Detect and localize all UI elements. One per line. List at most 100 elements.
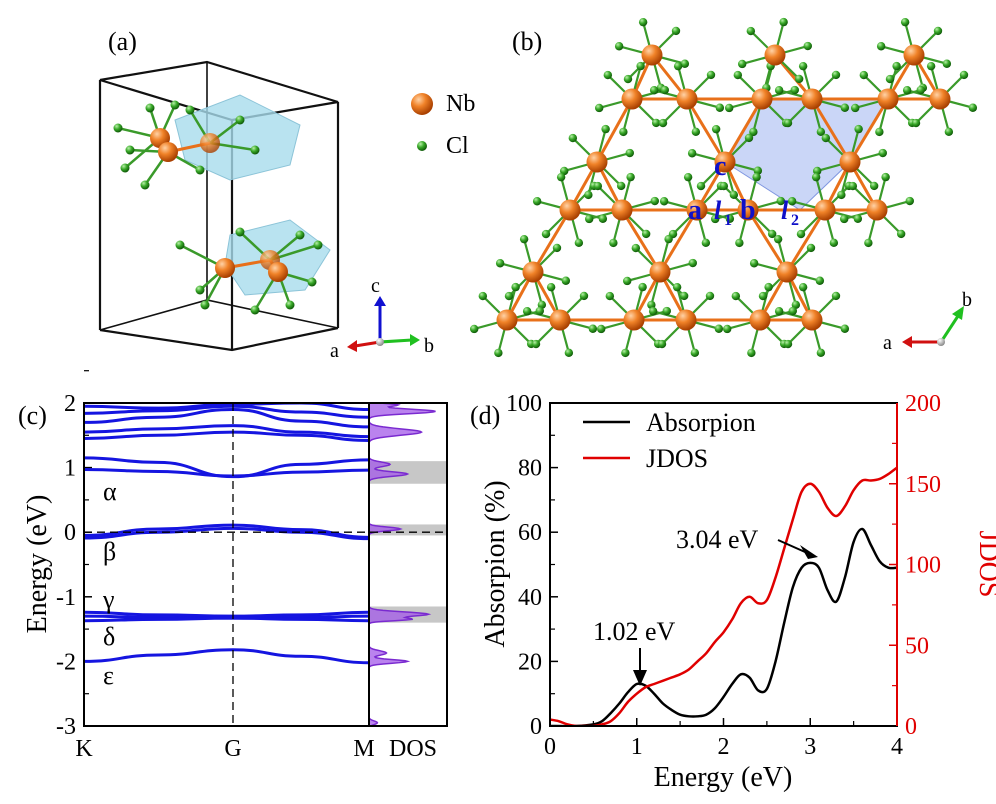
triad-a-b-label: b — [424, 335, 434, 357]
peak-1-arrow-head — [633, 670, 647, 686]
cl-atom — [621, 348, 630, 358]
cl-atom — [691, 127, 701, 137]
cl-atom — [926, 61, 936, 71]
cl-atom — [535, 306, 544, 316]
cl-atom — [541, 229, 551, 239]
panel-c-band-structure: (c) Energy (eV) 210-1-2-3 K G M DOS α β … — [18, 370, 448, 762]
nb-atom — [776, 261, 798, 283]
cl-atom — [885, 74, 895, 84]
cl-atom — [788, 306, 797, 316]
absorption-plot-frame — [549, 402, 898, 727]
cl-atom — [816, 348, 826, 358]
cl-atom — [831, 291, 841, 301]
nb-atom — [751, 88, 773, 110]
band-y-tick-label: -1 — [56, 585, 76, 611]
cl-atom — [609, 238, 618, 248]
band-line — [84, 526, 369, 541]
nb-atom — [549, 309, 571, 331]
cl-atom — [840, 103, 850, 112]
nb-atom — [801, 309, 823, 331]
nb-atom — [559, 199, 581, 221]
cluster-polyhedron-upper — [174, 94, 301, 181]
lattice-atoms — [470, 17, 978, 358]
y-tick-label: 20 — [518, 649, 542, 675]
nb-nb-bond — [658, 209, 699, 273]
nb-atom — [929, 88, 951, 110]
y2-tick-label: 50 — [905, 633, 929, 659]
cl-atom — [564, 348, 574, 358]
cl-atom — [711, 124, 721, 134]
cl-atom — [660, 85, 669, 95]
cl-atom — [794, 74, 804, 84]
l1-subscript: 1 — [724, 212, 732, 229]
y-tick-label: 40 — [518, 585, 542, 611]
panel-d-label: (d) — [470, 401, 500, 430]
triad-b-a-label: a — [883, 332, 892, 354]
cl-atom — [647, 300, 656, 310]
nb-legend-marker — [411, 93, 433, 115]
cl-atom — [619, 127, 628, 137]
bond-length-l1-label: l 1 — [714, 196, 732, 229]
cl-atom — [560, 166, 569, 176]
cl-atom — [968, 103, 978, 112]
cl-atom — [831, 70, 841, 80]
cl-atom — [687, 149, 697, 158]
cl-atom — [733, 70, 743, 80]
nb-atom — [801, 88, 823, 110]
nb-atom — [676, 88, 698, 110]
cl-atom — [690, 348, 700, 358]
band-y-tick-label: 1 — [64, 456, 76, 482]
cl-atom — [900, 17, 910, 27]
dos-axis-label: DOS — [389, 736, 437, 762]
cl-atom — [659, 197, 669, 206]
cl-atom — [478, 291, 488, 301]
cl-atom — [758, 291, 768, 301]
y-tick-label: 60 — [518, 520, 542, 546]
cl-atom — [875, 127, 884, 137]
cl-atom — [552, 243, 562, 253]
cl-atom — [651, 118, 661, 128]
band-line — [84, 616, 369, 623]
site-c-label: c — [714, 151, 726, 182]
atom-legend: Nb Cl — [411, 91, 475, 159]
cl-atom — [719, 181, 729, 191]
jdos-y-axis-title: JDOS — [973, 531, 996, 598]
cl-atom — [680, 59, 690, 68]
nb-atom — [649, 261, 671, 283]
cl-atom — [848, 181, 858, 191]
cl-legend-label: Cl — [446, 133, 469, 159]
cl-atom — [561, 276, 571, 285]
x-tick-label: 2 — [718, 734, 730, 760]
cl-atom — [662, 306, 671, 316]
cl-atom — [546, 282, 556, 292]
kpoint-k-label: K — [75, 736, 93, 762]
triad-a-c-label: c — [371, 275, 380, 297]
cl-atom — [798, 282, 808, 292]
cl-atom — [556, 172, 566, 182]
nb-nb-bond — [746, 209, 789, 273]
cl-atom — [821, 133, 831, 143]
nb-atom — [496, 309, 518, 331]
nb-nb-bond — [723, 98, 764, 163]
peak-1-label: 1.02 eV — [593, 617, 676, 646]
cl-atom — [725, 103, 734, 113]
cl-atom — [811, 172, 821, 182]
cl-atom — [595, 103, 604, 113]
cl-atom — [725, 214, 735, 223]
cl-atom — [688, 258, 697, 268]
l2-subscript: 2 — [791, 212, 799, 229]
cl-atom — [854, 124, 863, 134]
cl-atom — [650, 196, 659, 206]
cl-atom — [574, 238, 584, 248]
cl-atom — [753, 166, 763, 175]
cl-atom — [798, 61, 808, 71]
cl-atom — [813, 166, 822, 176]
l2-symbol: l — [781, 196, 789, 225]
cl-atom — [641, 229, 651, 239]
cl-atom — [779, 17, 788, 27]
axis-triad-b: b a — [883, 289, 972, 354]
cl-atom — [959, 70, 969, 80]
kpoint-m-label: M — [353, 736, 374, 762]
